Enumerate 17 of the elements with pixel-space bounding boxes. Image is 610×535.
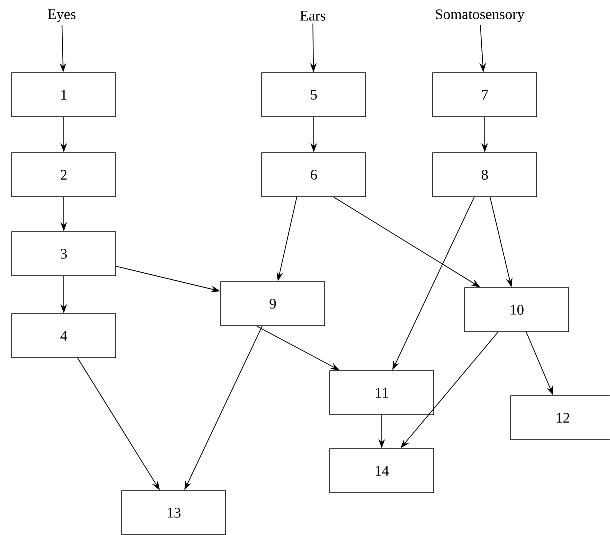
process-box: 11 (330, 370, 434, 416)
process-box: 1 (12, 72, 116, 118)
process-box: 8 (432, 152, 538, 198)
process-box: 6 (262, 152, 366, 198)
process-box: 2 (12, 152, 116, 198)
process-box: 7 (432, 72, 538, 118)
process-box: 13 (122, 490, 226, 535)
input-label: Somatosensory (436, 10, 525, 22)
process-box: 3 (12, 232, 116, 276)
process-box: 9 (220, 282, 326, 326)
process-box: 4 (12, 314, 116, 358)
process-box: 5 (262, 72, 366, 118)
process-box: 10 (464, 288, 570, 332)
process-box: 12 (510, 396, 610, 440)
process-box: 14 (330, 448, 434, 494)
input-label: Ears (300, 11, 326, 21)
input-label: Eyes (48, 10, 76, 22)
